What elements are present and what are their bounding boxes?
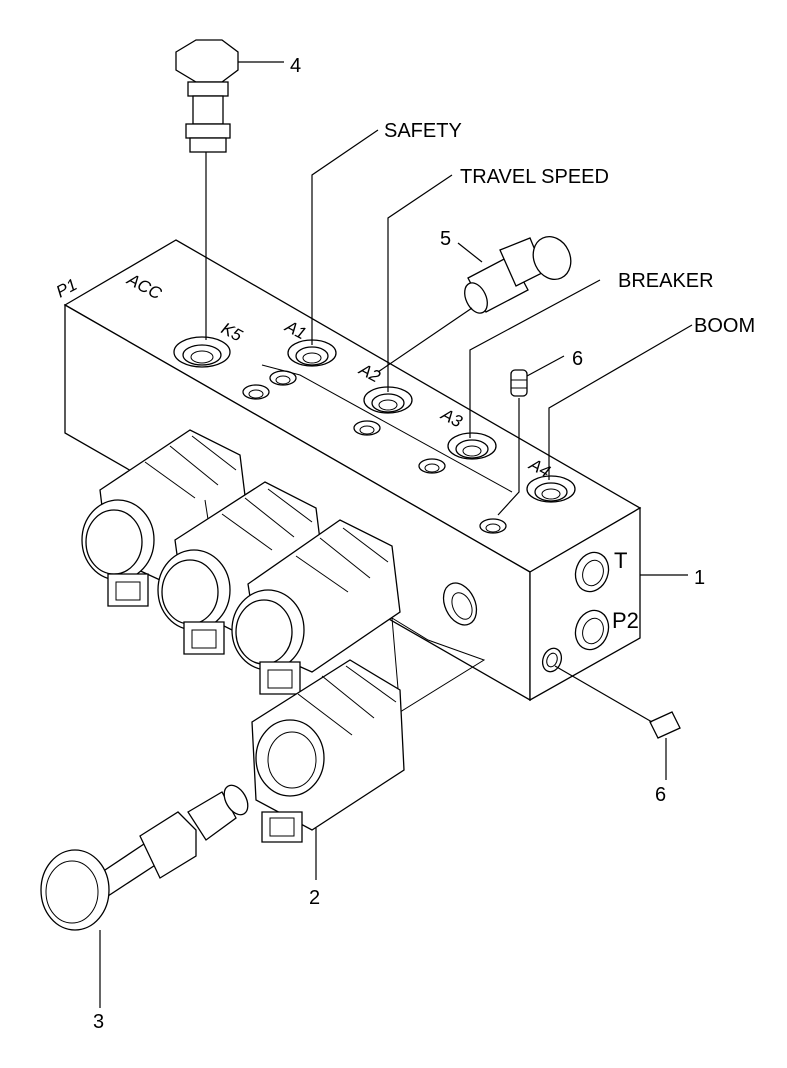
callout-part-2: 2 — [309, 887, 320, 909]
port-label-p2: P2 — [612, 608, 639, 633]
callout-part-3: 3 — [93, 1011, 104, 1033]
plug-part-6-bottom — [554, 665, 681, 739]
callout-travel-speed: TRAVEL SPEED — [460, 166, 609, 188]
leader-lines — [99, 61, 693, 1008]
callout-part-1: 1 — [694, 567, 705, 589]
fitting-part-5 — [377, 236, 572, 373]
plug-part-6-top — [497, 369, 528, 516]
callout-part-6-bottom: 6 — [655, 784, 666, 806]
exploded-solenoid-part-2 — [251, 617, 486, 843]
right-face-ports — [541, 551, 610, 673]
plug-bolt-part-4 — [175, 39, 239, 340]
port-a3-hole — [447, 432, 497, 460]
cartridge-part-3 — [40, 784, 249, 931]
top-ports — [173, 336, 576, 534]
port-k5-hole — [173, 336, 231, 368]
port-a4-hole — [526, 475, 576, 503]
port-label-t: T — [614, 548, 627, 573]
solenoid-3 — [231, 519, 401, 695]
front-side-port — [442, 582, 478, 626]
callout-part-6-top: 6 — [572, 348, 583, 370]
callout-breaker: BREAKER — [618, 270, 714, 292]
callout-boom: BOOM — [694, 315, 755, 337]
callout-part-5: 5 — [440, 228, 451, 250]
callout-safety: SAFETY — [384, 120, 462, 142]
callout-part-4: 4 — [290, 55, 301, 77]
port-label-p1: P1 — [53, 275, 80, 302]
